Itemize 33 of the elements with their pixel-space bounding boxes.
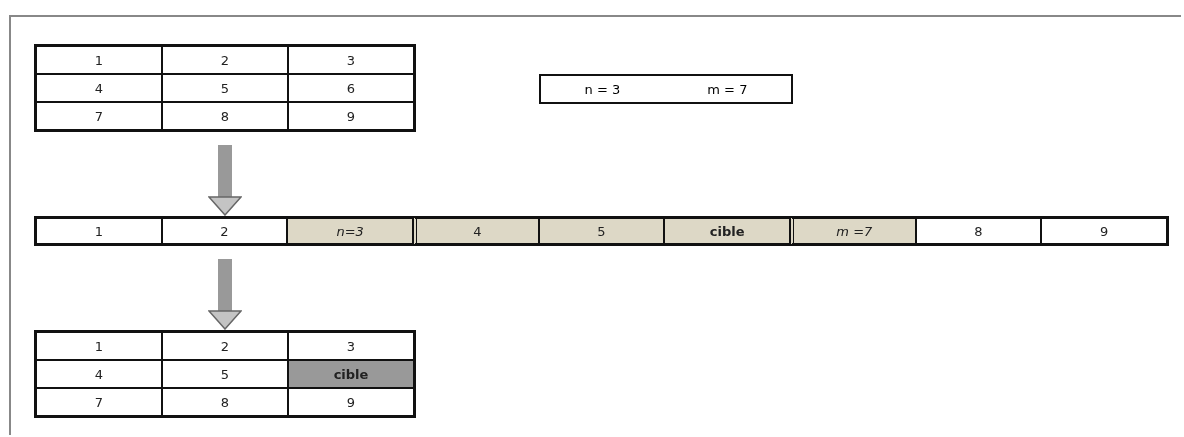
table-cell: 8 xyxy=(162,388,288,416)
table-cell: 9 xyxy=(288,102,414,130)
table-cell: 1 xyxy=(36,218,162,244)
table-cell: 7 xyxy=(36,388,162,416)
table-cell: n=3 xyxy=(287,218,413,244)
table-cell: 1 xyxy=(36,46,162,74)
table-cell: 5 xyxy=(538,218,665,244)
table xyxy=(34,216,1169,246)
parameter-text: n = 3 xyxy=(584,81,621,97)
table-cell: 4 xyxy=(413,218,539,244)
table-cell: 2 xyxy=(162,332,288,360)
table-cell: cible xyxy=(664,218,790,244)
table-cell: 1 xyxy=(36,332,162,360)
table-cell: m =7 xyxy=(790,218,916,244)
table-cell: 8 xyxy=(915,218,1042,244)
table-cell: 8 xyxy=(162,102,288,130)
table-cell: 6 xyxy=(288,74,414,102)
table-cell: 4 xyxy=(36,360,162,388)
table xyxy=(34,330,416,418)
table-cell: 3 xyxy=(288,46,414,74)
table xyxy=(34,44,416,132)
table-cell: 2 xyxy=(161,218,288,244)
parameter-text: m = 7 xyxy=(707,81,748,97)
table-cell: 7 xyxy=(36,102,162,130)
table-cell: 5 xyxy=(162,360,288,388)
table-cell: 9 xyxy=(1041,218,1167,244)
table-cell: 3 xyxy=(288,332,414,360)
table-cell: 2 xyxy=(162,46,288,74)
value-box xyxy=(539,74,793,104)
table-cell: 4 xyxy=(36,74,162,102)
table-cell: 9 xyxy=(288,388,414,416)
table-cell: 5 xyxy=(162,74,288,102)
table-cell: cible xyxy=(288,360,414,388)
